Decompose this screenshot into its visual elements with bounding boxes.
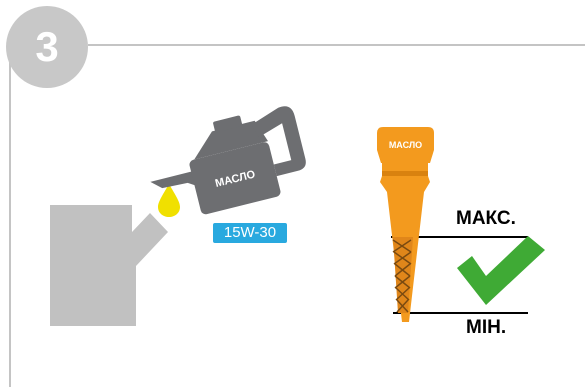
- min-level-label: МІН.: [466, 317, 506, 339]
- check-mark-icon: [457, 236, 545, 305]
- engine-filler-icon: [50, 205, 168, 326]
- oil-grade-badge: 15W-30: [213, 223, 287, 243]
- oil-drop-icon: [158, 184, 180, 217]
- dipstick-icon: МАСЛО: [377, 127, 434, 322]
- max-level-label: МАКС.: [456, 208, 516, 230]
- dipstick-label: МАСЛО: [389, 140, 422, 150]
